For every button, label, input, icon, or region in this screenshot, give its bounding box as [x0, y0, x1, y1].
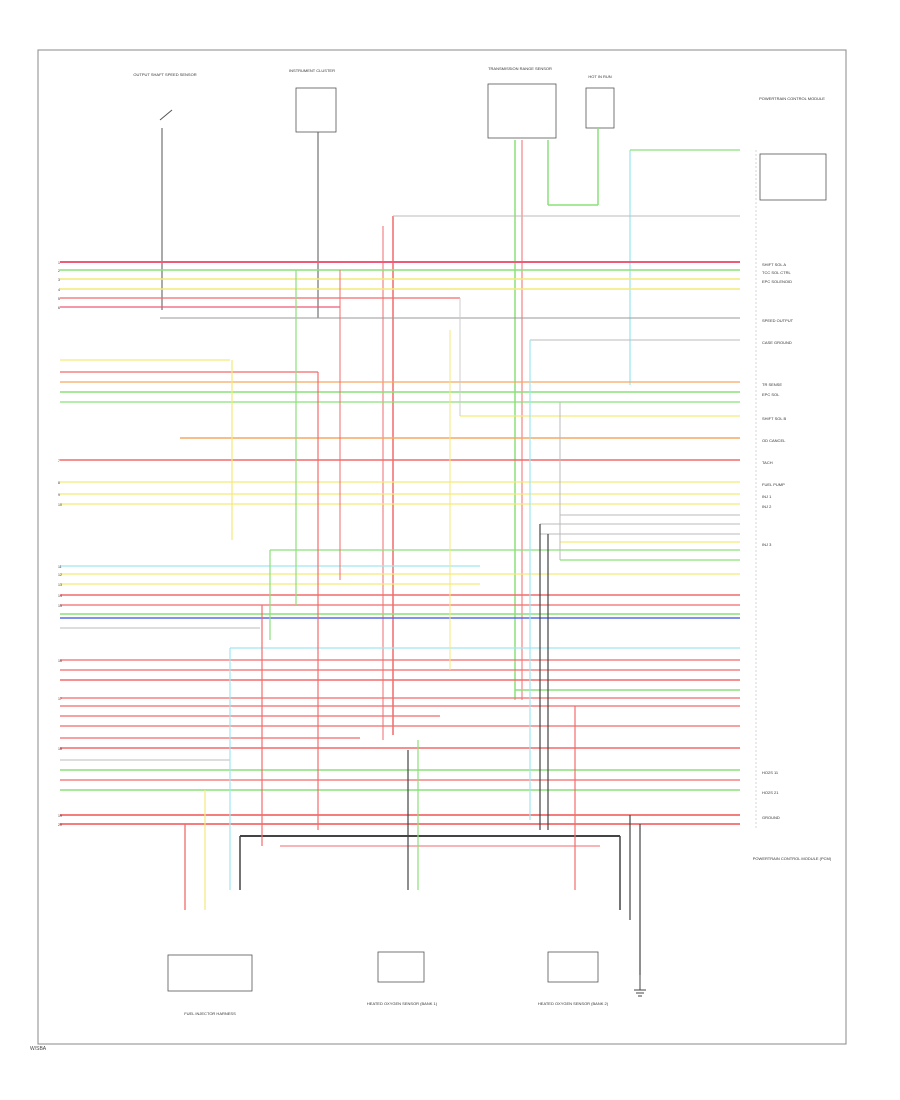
pcm-pin-label: HO2S 11: [762, 770, 779, 775]
pcm-pin-labels: SHIFT SOL A TCC SOL CTRL EPC SOLENOID SP…: [762, 262, 794, 820]
pcm-pin-label: GROUND: [762, 815, 780, 820]
pcm-pin-label: INJ 2: [762, 504, 772, 509]
pcm-pin-label: SPEED OUTPUT: [762, 318, 794, 323]
pcm-pin-label: SHIFT SOL A: [762, 262, 786, 267]
wire-tag: 4: [58, 288, 60, 292]
pcm-pin-label: TACH: [762, 460, 773, 465]
wire-tag: 10: [58, 503, 62, 507]
wire-tag: 6: [58, 306, 60, 310]
top-component-label: TRANSMISSION RANGE SENSOR: [488, 66, 552, 71]
pcm-pin-label: EPC SOLENOID: [762, 279, 792, 284]
pcm-pin-label: CASE GROUND: [762, 340, 792, 345]
wire-tag: 9: [58, 493, 60, 497]
wire-tag: 11: [58, 565, 62, 569]
transmission-range-sensor: TRANSMISSION RANGE SENSOR: [487, 66, 557, 139]
wire-tag: 3: [58, 278, 60, 282]
wire-tag: 8: [58, 481, 60, 485]
pcm-pin-label: INJ 1: [762, 494, 772, 499]
top-component-label: INSTRUMENT CLUSTER: [289, 68, 335, 73]
instrument-cluster: INSTRUMENT CLUSTER: [289, 68, 337, 318]
pcm-pin-label: OD CANCEL: [762, 438, 786, 443]
top-component-label: POWERTRAIN CONTROL MODULE: [759, 96, 825, 101]
fuel-injector-harness: FUEL INJECTOR HARNESS: [167, 954, 253, 1016]
pcm-pin-label: TCC SOL CTRL: [762, 270, 792, 275]
wire-tag: 17: [58, 697, 62, 701]
pcm-pin-label: FUEL PUMP: [762, 482, 785, 487]
output-shaft-speed-sensor: OUTPUT SHAFT SPEED SENSOR: [133, 72, 197, 310]
left-wire-tags: 1 2 3 4 5 6 7 8 9 10 11 12 13 14 15 16 1…: [58, 261, 62, 827]
bottom-component-label: HEATED OXYGEN SENSOR (BANK 2): [538, 1001, 609, 1006]
wire-tag: 12: [58, 573, 62, 577]
figure-code: W/SBA: [30, 1046, 47, 1052]
heated-oxygen-sensor-bank-2: HEATED OXYGEN SENSOR (BANK 2): [538, 951, 609, 1006]
hot-in-run-fuse: HOT IN RUN: [585, 74, 615, 129]
wire-tag: 20: [58, 823, 62, 827]
pcm-pin-label: SHIFT SOL B: [762, 416, 787, 421]
wire-tag: 13: [58, 583, 62, 587]
top-component-label: HOT IN RUN: [588, 74, 611, 79]
pcm-pin-label: INJ 3: [762, 542, 772, 547]
top-component-label: OUTPUT SHAFT SPEED SENSOR: [133, 72, 196, 77]
wire-tag: 16: [58, 659, 62, 663]
wire-tag: 7: [58, 459, 60, 463]
bottom-component-label: HEATED OXYGEN SENSOR (BANK 1): [367, 1001, 438, 1006]
wire-tag: 15: [58, 604, 62, 608]
wire-tag: 14: [58, 594, 62, 598]
wire-tag: 19: [58, 814, 62, 818]
wire-tag: 2: [58, 269, 60, 273]
harness-wires: [60, 261, 740, 847]
wire-tag: 5: [58, 297, 60, 301]
pcm-pin-label: TR SENSE: [762, 382, 782, 387]
pcm-note: POWERTRAIN CONTROL MODULE (PCM): [753, 856, 832, 861]
pcm-pin-label: EPC SOL: [762, 392, 780, 397]
ground-icon: [634, 975, 646, 997]
wire-tag: 18: [58, 747, 62, 751]
powertrain-control-module: POWERTRAIN CONTROL MODULE: [759, 96, 827, 201]
heated-oxygen-sensor-bank-1: HEATED OXYGEN SENSOR (BANK 1): [367, 951, 438, 1006]
diagram-frame: [37, 49, 847, 1045]
wire-tag: 1: [58, 261, 60, 265]
bottom-component-label: FUEL INJECTOR HARNESS: [184, 1011, 236, 1016]
pcm-pin-label: HO2S 21: [762, 790, 779, 795]
